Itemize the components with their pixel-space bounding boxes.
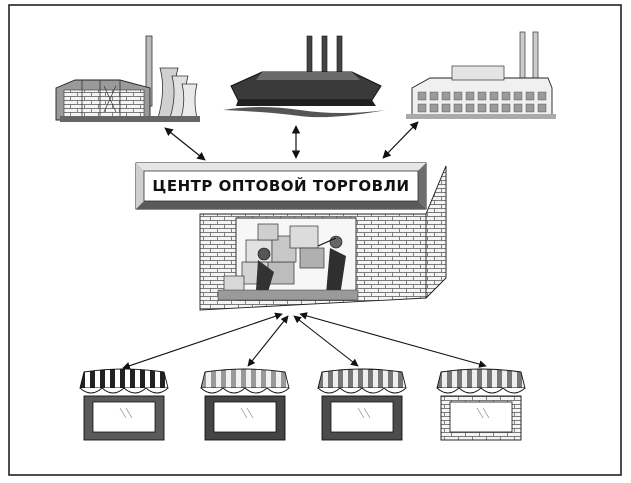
power-plant-icon: [55, 35, 200, 122]
retail-arrows: [122, 312, 487, 370]
shop-icon: [79, 368, 169, 441]
arrow-building-center: [382, 121, 419, 159]
shop-icon: [200, 368, 290, 441]
center-banner: ЦЕНТР ОПТОВОЙ ТОРГОВЛИ: [135, 162, 427, 210]
industrial-building-icon: [406, 31, 556, 119]
center-label: ЦЕНТР ОПТОВОЙ ТОРГОВЛИ: [152, 176, 409, 195]
arrow-power-plant-center: [164, 127, 206, 161]
warehouse-workers-icon: [199, 165, 447, 311]
shop-icon: [436, 368, 526, 441]
arrow-center-shop-2: [247, 315, 289, 367]
factory-icon: [223, 35, 386, 118]
producer-arrows: [164, 121, 419, 161]
arrow-center-shop-4: [299, 312, 487, 368]
shop-icon: [317, 368, 407, 441]
